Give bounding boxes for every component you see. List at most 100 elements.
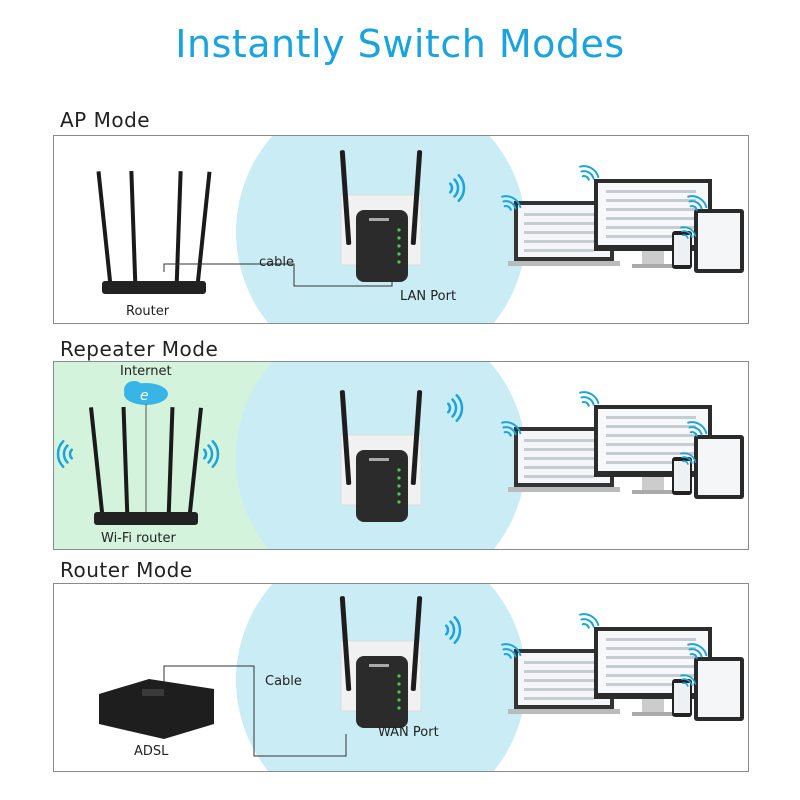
wifi-arc <box>680 452 697 463</box>
tablet-icon <box>694 657 744 721</box>
screen-row <box>524 448 594 451</box>
router-icon <box>96 170 212 294</box>
monitor-foot <box>632 490 674 494</box>
wifi-arc <box>688 648 703 658</box>
wifi-signal-icon <box>501 643 522 659</box>
wifi-arc <box>579 165 600 179</box>
router-mode-label: Router Mode <box>60 558 193 582</box>
screen-row <box>524 213 594 216</box>
wifi-arc <box>579 613 600 627</box>
wifi-signal-icon <box>446 394 464 422</box>
wifi-arc <box>453 178 460 198</box>
screen-row <box>606 199 696 202</box>
status-led <box>397 468 401 472</box>
devices <box>508 627 744 721</box>
screen-row <box>606 683 696 686</box>
phone-icon <box>672 231 692 269</box>
screen-row <box>606 416 696 419</box>
cable-line <box>163 665 347 757</box>
brand-logo <box>369 458 389 461</box>
wifi-arc <box>681 230 693 238</box>
screen-row <box>524 231 594 234</box>
screen-row <box>524 679 594 682</box>
screen-row <box>524 661 594 664</box>
screen-row <box>606 208 696 211</box>
wifi-arc <box>501 421 522 435</box>
wifi-arc <box>448 182 454 194</box>
antenna <box>410 390 423 485</box>
wifi-arc <box>503 653 512 659</box>
antenna <box>195 171 212 286</box>
router-body <box>94 512 198 525</box>
wifi-arc <box>455 394 464 422</box>
wifi-signal-icon <box>680 674 697 687</box>
wifi-arc <box>62 444 69 464</box>
router-mode-diagram <box>99 584 744 771</box>
extender-body <box>356 210 408 282</box>
status-led <box>397 260 401 264</box>
screen-row <box>606 452 696 455</box>
monitor-icon <box>594 179 712 268</box>
wifi-signal-icon <box>579 613 600 629</box>
status-led <box>397 228 401 232</box>
wifi-arc <box>207 444 214 464</box>
router-label: Router <box>126 304 170 319</box>
internet-cloud-icon: e <box>124 381 168 405</box>
screen-row <box>524 457 594 460</box>
laptop-base <box>508 261 620 266</box>
status-led <box>397 706 401 710</box>
modem-icon <box>99 679 214 739</box>
wifi-arc <box>503 431 512 437</box>
antenna <box>410 150 423 245</box>
wifi-arc <box>688 200 703 210</box>
status-led <box>397 476 401 480</box>
devices <box>508 405 744 499</box>
wifi-arc <box>682 234 689 239</box>
modem-display <box>142 689 164 696</box>
wifi-arc <box>680 674 697 685</box>
status-led <box>397 674 401 678</box>
router-icon <box>89 406 203 525</box>
wifi-arc <box>681 678 693 686</box>
screen-row <box>524 466 594 469</box>
wifi-arc <box>202 448 208 460</box>
screen-row <box>606 674 696 677</box>
brand-logo <box>369 218 389 221</box>
repeater-mode-panel: e Internet Wi-Fi router <box>53 361 749 550</box>
antenna <box>129 170 138 285</box>
status-led <box>397 252 401 256</box>
extender-icon <box>339 150 423 282</box>
antenna <box>121 406 130 516</box>
screen-row <box>606 425 696 428</box>
wifi-arc <box>56 440 65 468</box>
wifi-arc <box>453 616 462 644</box>
wifi-arc <box>444 624 450 636</box>
screen-row <box>524 439 594 442</box>
wifi-signal-icon <box>444 616 462 644</box>
monitor-stand <box>642 251 664 265</box>
wifi-signal-icon <box>680 226 697 239</box>
wifi-arc <box>211 440 220 468</box>
screen-row <box>524 688 594 691</box>
cable-label: Cable <box>265 674 302 689</box>
laptop-base <box>508 709 620 714</box>
wifi-arc <box>581 175 590 181</box>
tablet-display <box>698 661 740 717</box>
screen-row <box>524 240 594 243</box>
phone-display <box>674 235 690 265</box>
ie-glyph: e <box>140 388 149 404</box>
tablet-display <box>698 439 740 495</box>
wifi-arc <box>501 195 522 209</box>
wifi-arc <box>687 195 708 209</box>
cable-label: cable <box>259 255 294 270</box>
repeater-mode-diagram: e <box>54 362 744 549</box>
wifi-arc <box>689 431 698 437</box>
screen-row <box>606 656 696 659</box>
status-led <box>397 682 401 686</box>
wifi-signal-icon <box>680 452 697 465</box>
screen-row <box>606 190 696 193</box>
screen-row <box>524 249 594 252</box>
antenna <box>96 171 113 285</box>
wifi-arc <box>68 448 74 460</box>
extender-body <box>356 656 408 728</box>
